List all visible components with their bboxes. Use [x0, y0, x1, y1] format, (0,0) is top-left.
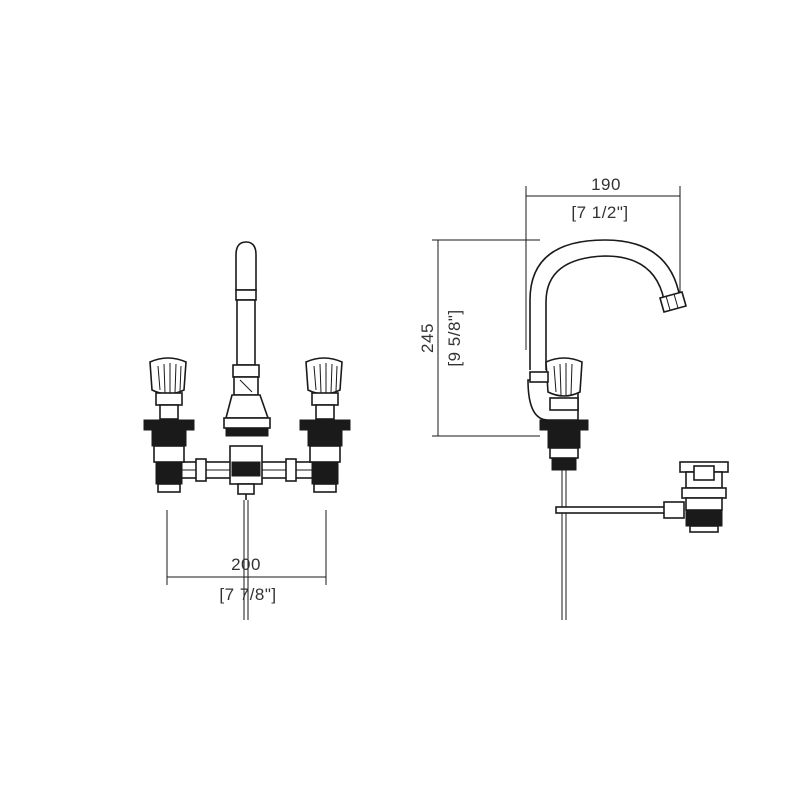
front-manifold — [175, 445, 317, 620]
front-view: 200 [7 7/8"] — [143, 241, 351, 620]
width-inches-label: [7 7/8"] — [219, 585, 276, 604]
reach-inches-label: [7 1/2"] — [571, 203, 628, 222]
side-gooseneck-spout — [529, 239, 687, 370]
front-right-handle — [299, 357, 351, 493]
side-reach-dimension: 190 [7 1/2"] — [525, 175, 681, 350]
side-drain — [679, 461, 729, 533]
height-value-label: 245 — [418, 323, 437, 353]
reach-value-label: 190 — [591, 175, 621, 194]
front-left-handle — [143, 357, 195, 493]
side-view: 190 [7 1/2"] 245 [9 5/8"] — [418, 175, 729, 620]
side-height-dimension: 245 [9 5/8"] — [418, 239, 540, 437]
width-value-label: 200 — [231, 555, 261, 574]
side-popup-rod — [555, 501, 685, 519]
front-spout — [223, 241, 271, 437]
front-width-dimension: 200 [7 7/8"] — [166, 510, 327, 604]
height-inches-label: [9 5/8"] — [445, 309, 464, 366]
side-handle-body — [527, 357, 589, 620]
